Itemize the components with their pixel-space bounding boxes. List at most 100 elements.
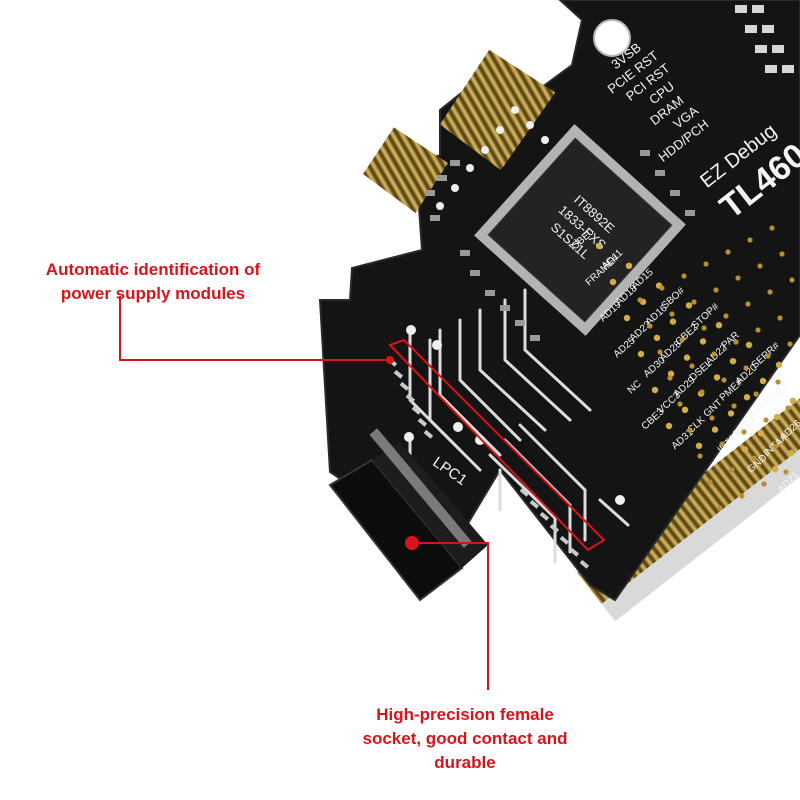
test-point-pad — [695, 442, 703, 449]
callout-1-line-1: Automatic identification of — [45, 260, 261, 279]
mounting-hole — [593, 19, 631, 57]
test-point-pad — [669, 318, 677, 325]
test-point-pad — [725, 249, 731, 255]
leader-dot-2 — [405, 536, 419, 550]
test-point-pad — [773, 413, 781, 421]
test-point-pad — [665, 422, 673, 430]
test-point-pad — [609, 278, 617, 286]
test-point-pad — [747, 237, 753, 243]
resistor-array-right — [519, 487, 590, 569]
test-point-pad — [727, 410, 735, 417]
callout-2-line-1: High-precision female — [376, 705, 554, 724]
pin-label: AD24 — [764, 382, 790, 407]
callout-2-line-2: socket, good contact and — [362, 729, 568, 748]
leader-line-2 — [412, 542, 489, 690]
test-point-pad — [637, 350, 645, 358]
test-point-pad — [679, 337, 685, 343]
test-point-pad — [699, 389, 705, 395]
test-point-pad — [703, 261, 709, 267]
test-point-pad — [683, 354, 691, 361]
test-point-pad — [733, 339, 739, 345]
test-point-pad — [785, 405, 791, 411]
test-point-pad — [699, 338, 707, 345]
silkscreen-via-dots — [404, 106, 625, 505]
test-point-pad — [687, 427, 693, 433]
test-point-pad — [741, 446, 749, 453]
test-point-pad — [753, 391, 759, 397]
test-point-pad — [787, 449, 795, 457]
test-point-pad — [771, 466, 779, 473]
leader-line-1 — [119, 296, 390, 361]
test-point-pad — [701, 325, 707, 331]
callout-2-line-3: durable — [434, 753, 496, 772]
test-point-pad — [681, 273, 687, 279]
test-point-pad — [659, 285, 665, 291]
test-point-pad — [711, 351, 717, 357]
test-point-pad — [759, 377, 767, 385]
test-point-pad — [653, 334, 661, 341]
highlight-box — [388, 338, 606, 552]
test-point-pad — [789, 277, 795, 283]
test-point-pad — [647, 323, 653, 329]
test-point-pad — [729, 358, 737, 365]
test-point-pad — [775, 379, 781, 385]
test-point-pad — [739, 493, 745, 499]
leader-dot-1 — [386, 356, 394, 364]
test-point-pad — [713, 374, 721, 381]
test-point-pad — [745, 301, 751, 307]
test-point-pad — [677, 401, 683, 407]
test-point-pad — [709, 415, 715, 421]
test-point-pad — [761, 481, 767, 487]
test-point-pad — [735, 275, 741, 281]
test-point-pad — [789, 397, 797, 404]
test-point-pad — [719, 441, 725, 447]
test-point-pad — [757, 263, 763, 269]
test-point-pad — [779, 251, 785, 257]
test-point-pad — [729, 467, 735, 473]
lpc-female-socket — [328, 428, 488, 602]
smd-components — [425, 150, 695, 341]
test-point-pad — [707, 479, 713, 485]
test-point-pad — [777, 315, 783, 321]
test-point-pad — [745, 341, 753, 349]
test-point-pad — [783, 469, 789, 475]
test-point-pad — [723, 313, 729, 319]
main-controller-chip: IT8892E 1833-FXS S1SZ1L — [474, 124, 686, 336]
test-point-pad — [623, 314, 631, 322]
test-point-pad — [717, 505, 723, 511]
test-point-pad — [765, 353, 771, 359]
test-point-pad — [731, 403, 737, 409]
test-point-pad — [787, 341, 793, 347]
status-leds — [735, 5, 794, 73]
test-point-pad — [681, 406, 689, 413]
test-point-pad — [657, 349, 663, 355]
test-point-pad — [651, 386, 659, 394]
test-point-pad — [713, 287, 719, 293]
test-point-pad — [697, 453, 703, 459]
test-point-pad — [775, 361, 783, 368]
test-point-pad — [721, 377, 727, 383]
test-point-pad — [715, 322, 723, 329]
test-point-pad — [757, 430, 765, 437]
test-point-pad — [711, 426, 719, 433]
test-point-pad — [667, 375, 673, 381]
test-point-pad — [667, 370, 675, 377]
test-point-pad — [689, 363, 695, 369]
callout-1-line-2: power supply modules — [60, 284, 246, 303]
connector-shadow — [601, 400, 800, 622]
test-point-pad — [741, 429, 747, 435]
test-point-pad — [769, 225, 775, 231]
test-point-pad — [595, 242, 603, 250]
test-point-pad — [773, 443, 779, 449]
test-point-pad — [743, 365, 749, 371]
test-point-pad — [669, 311, 675, 317]
test-point-pad — [637, 297, 643, 303]
test-point-pad — [691, 299, 697, 305]
test-point-pad — [755, 327, 761, 333]
test-point-pad — [767, 289, 773, 295]
test-point-pad — [751, 455, 757, 461]
test-point-pad — [685, 302, 693, 309]
callout-highlights — [119, 296, 606, 690]
test-point-pad — [743, 394, 751, 401]
